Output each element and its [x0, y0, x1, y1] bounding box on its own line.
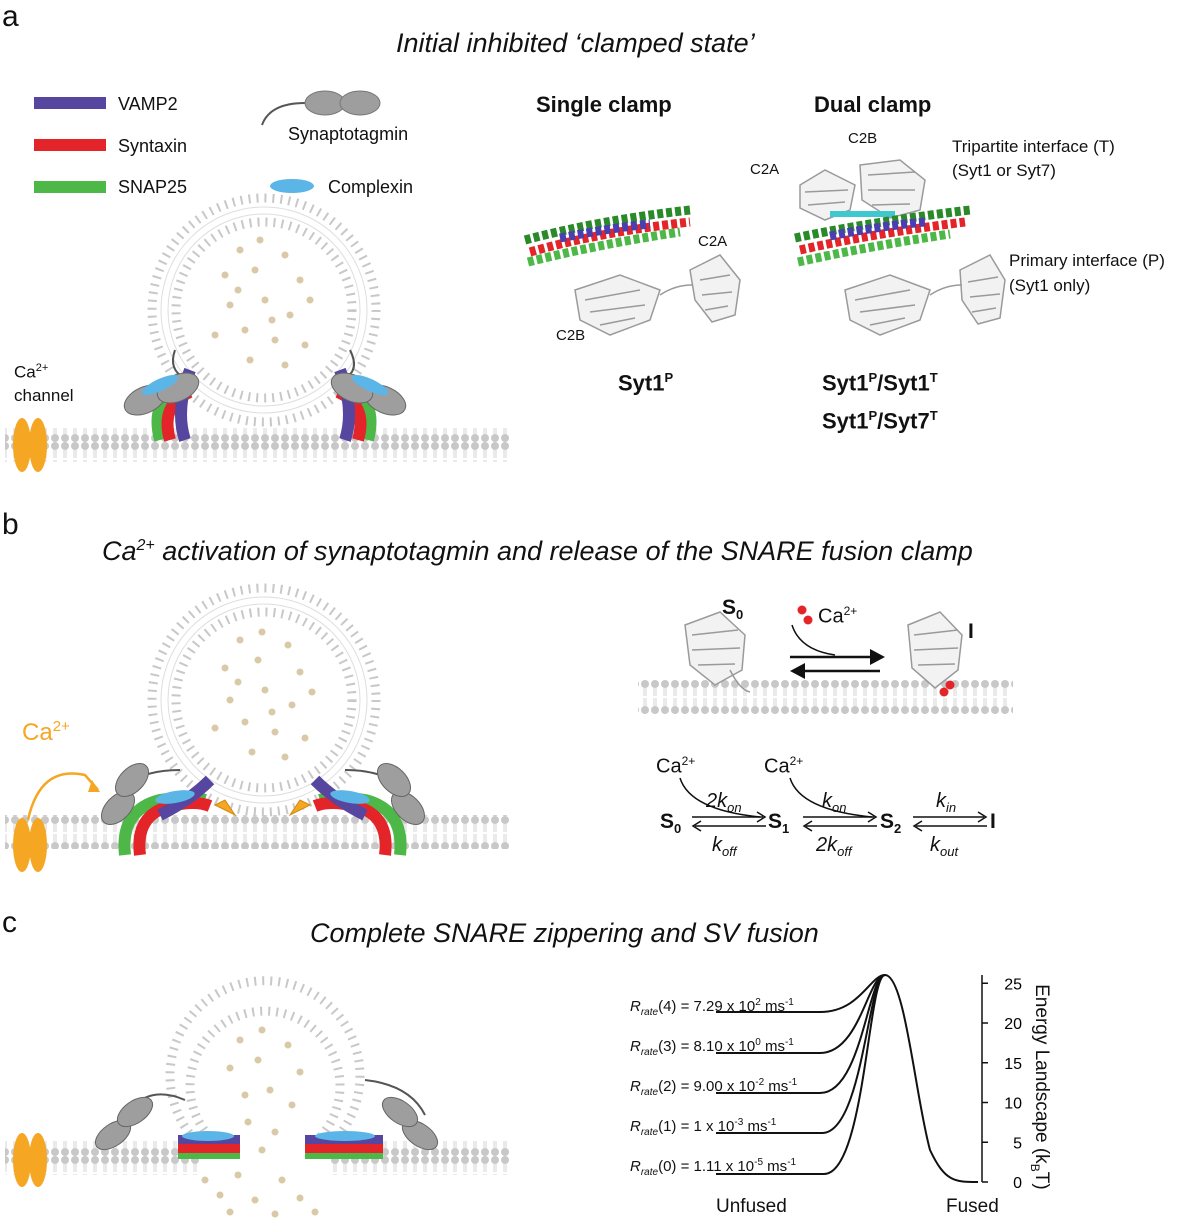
calcium-label-b: Ca2+	[22, 718, 70, 746]
single-clamp-c2a-label: C2A	[698, 233, 728, 250]
legend-swatch-vamp2	[34, 97, 106, 109]
dual-clamp-c2b-label: C2B	[848, 130, 878, 147]
scheme-i: I	[990, 810, 996, 833]
rate-k2-reverse: 2koff	[816, 834, 852, 859]
y-axis-label: Energy Landscape (kBT)	[1028, 984, 1052, 1190]
state-i-label: I	[968, 620, 974, 643]
fusing-vesicle-c	[165, 976, 365, 1149]
x-label-unfused: Unfused	[716, 1196, 787, 1217]
rate-k2-forward: kon	[822, 790, 847, 815]
panel-c-letter: c	[2, 906, 17, 939]
panel-b-letter: b	[2, 508, 19, 541]
scheme-s2: S2	[880, 810, 902, 837]
panel-a-title: Initial inhibited ‘clamped state’	[396, 28, 755, 58]
calcium-ions-b	[797, 605, 813, 625]
tripartite-label-2: (Syt1 or Syt7)	[952, 161, 1056, 180]
vesicle-b	[147, 583, 381, 817]
snare-complex-right-a	[330, 349, 407, 442]
energy-curve-rate-0	[716, 974, 886, 1175]
rate-label-2: Rrate(2) = 9.00 x 10-2 ms-1	[630, 1077, 798, 1098]
tripartite-label-1: Tripartite interface (T)	[952, 137, 1115, 156]
released-cargo-c	[201, 1026, 319, 1218]
primary-label-2: (Syt1 only)	[1009, 276, 1091, 295]
legend-label-complexin: Complexin	[328, 177, 414, 197]
calcium-channel-b	[13, 818, 47, 872]
panel-c-graphics: 0 5 10 15 20 25	[5, 974, 1022, 1218]
panel-b-graphics	[5, 583, 1013, 872]
single-clamp-c2b-label: C2B	[556, 327, 586, 344]
snare-complex-left-b	[101, 763, 237, 856]
snare-complex-left-a	[123, 349, 200, 442]
vesicle-cargo-a	[211, 236, 314, 369]
x-label-fused: Fused	[946, 1196, 999, 1217]
energy-y-ticks: 0 5 10 15 20 25	[982, 976, 1022, 1192]
rate-k1-reverse: koff	[712, 834, 737, 859]
rate-k3-forward: kin	[936, 790, 957, 815]
dual-clamp-structure	[794, 159, 1006, 336]
channel-label-a: Ca2+	[14, 362, 49, 382]
primary-label-1: Primary interface (P)	[1009, 251, 1165, 270]
energy-landscape-plot: 0 5 10 15 20 25	[716, 974, 1022, 1192]
channel-label-a-2: channel	[14, 386, 74, 405]
y-tick-label-10: 10	[1004, 1096, 1022, 1113]
legend-swatch-snap25	[34, 181, 106, 193]
legend-label-snap25: SNAP25	[118, 177, 188, 197]
y-tick-label-0: 0	[1013, 1175, 1022, 1192]
dual-clamp-caption-1: Syt1P/Syt1T	[822, 370, 938, 396]
legend-label-syntaxin: Syntaxin	[118, 136, 188, 156]
panel-c-title: Complete SNARE zippering and SV fusion	[310, 918, 819, 948]
legend-swatch-syntaxin	[34, 139, 106, 151]
legend-swatch-synaptotagmin	[261, 90, 381, 126]
single-clamp-heading: Single clamp	[536, 92, 672, 117]
zippered-snare-left	[94, 1093, 240, 1159]
legend-label-synaptotagmin: Synaptotagmin	[288, 124, 409, 144]
rate-k3-reverse: kout	[930, 834, 959, 859]
y-tick-label-25: 25	[1004, 976, 1022, 993]
panel-b-title: Ca2+ activation of synaptotagmin and rel…	[102, 536, 973, 566]
dual-clamp-heading: Dual clamp	[814, 92, 932, 117]
kinetic-scheme-arrows	[679, 777, 988, 832]
energy-curve-rate-2	[716, 974, 886, 1094]
equilibrium-arrows	[790, 649, 885, 679]
scheme-s0: S0	[660, 810, 682, 837]
calcium-influx-arrow	[26, 772, 99, 821]
rate-k1-forward: 2kon	[706, 790, 742, 815]
legend-swatch-complexin	[270, 179, 314, 193]
y-tick-label-5: 5	[1013, 1135, 1022, 1152]
rate-label-0: Rrate(0) = 1.11 x 10-5 ms-1	[630, 1157, 797, 1178]
calcium-channel-a	[13, 418, 47, 472]
calcium-channel-c	[13, 1133, 47, 1187]
membrane-insert	[638, 680, 1013, 714]
rate-label-3: Rrate(3) = 8.10 x 100 ms-1	[630, 1037, 794, 1058]
dual-clamp-c2a-label: C2A	[750, 161, 780, 178]
legend-label-vamp2: VAMP2	[118, 94, 178, 114]
rate-label-1: Rrate(1) = 1 x 10-3 ms-1	[630, 1117, 777, 1138]
calcium-top-label: Ca2+	[818, 604, 858, 628]
rate-label-4: Rrate(4) = 7.29 x 102 ms-1	[630, 997, 794, 1018]
vesicle-a	[147, 193, 381, 427]
single-clamp-caption: Syt1P	[618, 370, 674, 396]
c2b-domain-s0	[684, 611, 751, 693]
scheme-ca-1: Ca2+	[656, 754, 696, 778]
single-clamp-structure	[523, 205, 741, 336]
scheme-s1: S1	[768, 810, 790, 837]
plasma-membrane-a	[5, 428, 510, 462]
panel-a-letter: a	[2, 0, 19, 33]
y-tick-label-20: 20	[1004, 1016, 1022, 1033]
zippered-snare-right	[305, 1079, 439, 1159]
scheme-ca-2: Ca2+	[764, 754, 804, 778]
state-s0-label: S0	[722, 596, 744, 623]
calcium-binding-arrow	[791, 624, 836, 656]
vesicle-cargo-b	[211, 628, 316, 761]
dual-clamp-caption-2: Syt1P/Syt7T	[822, 408, 938, 434]
energy-curve-descent	[884, 974, 979, 1183]
c2b-domain-inserted	[907, 611, 963, 697]
snare-complex-right-b	[288, 763, 425, 856]
y-tick-label-15: 15	[1004, 1056, 1022, 1073]
plasma-membrane-b	[5, 815, 510, 849]
panel-a-graphics	[5, 90, 1006, 472]
